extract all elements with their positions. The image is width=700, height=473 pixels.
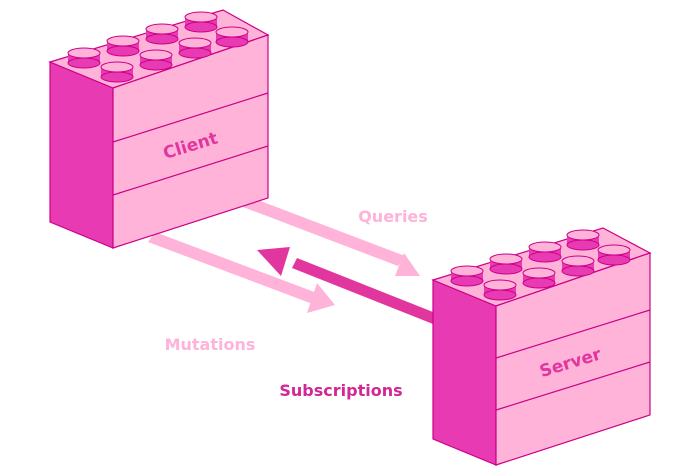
server-studs — [450, 229, 631, 301]
queries-label: Queries — [358, 207, 428, 226]
queries-arrow — [243, 197, 420, 276]
subscriptions-arrow — [257, 247, 433, 324]
client-studs — [67, 11, 249, 83]
server-left-face — [432, 279, 497, 466]
subscriptions-label: Subscriptions — [279, 381, 402, 400]
server-brick: Server — [431, 227, 652, 466]
mutations-arrow — [148, 232, 335, 313]
mutations-label: Mutations — [165, 335, 256, 354]
client-left-face — [49, 61, 114, 249]
client-brick: Client — [48, 9, 270, 249]
server-front-face — [495, 252, 651, 466]
